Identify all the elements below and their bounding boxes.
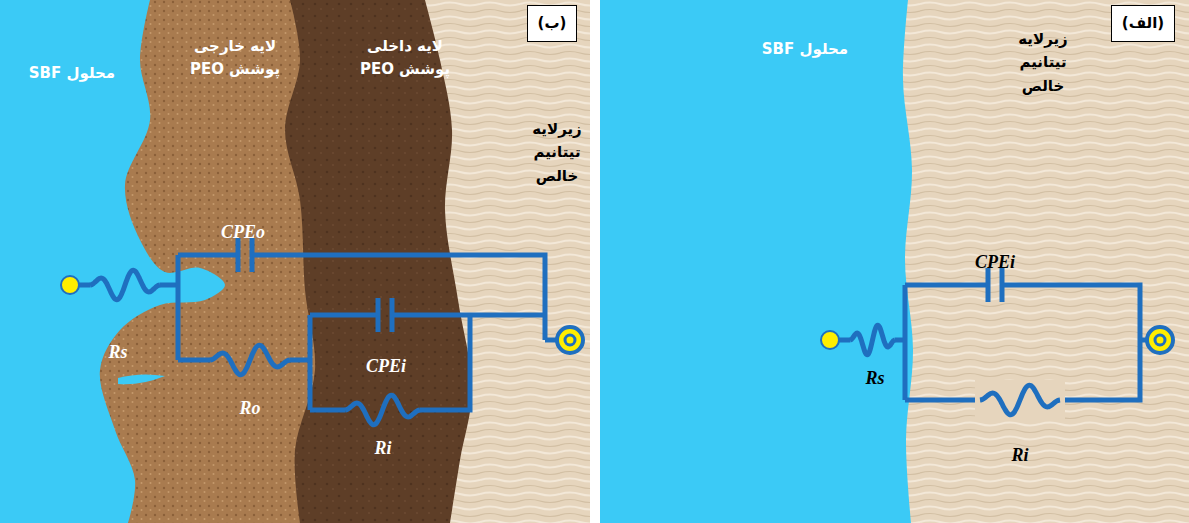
region-label: محلول SBF: [12, 62, 132, 85]
resistor-symbol: [850, 325, 895, 354]
wire: [178, 358, 210, 363]
panel-gap: [590, 0, 600, 523]
resistor-symbol: [345, 395, 420, 424]
wire: [176, 255, 181, 360]
component-label: Ro: [239, 398, 260, 419]
capacitor-symbol: [376, 298, 381, 332]
terminal-end: [557, 327, 583, 353]
component-label: Ri: [1011, 445, 1028, 466]
capacitor-symbol: [986, 268, 991, 302]
node-text: زیرلایه تیتانیم خالص: [1008, 28, 1078, 98]
sbf-solution: [600, 0, 913, 523]
region-label: لایه خارجی پوشش PEO: [185, 35, 285, 82]
terminal-end: [1147, 327, 1173, 353]
wire: [310, 313, 378, 318]
titanium-substrate: [600, 0, 1189, 523]
titanium-substrate: [0, 0, 590, 523]
node-text: محلول SBF: [12, 62, 132, 85]
terminal-end: [1155, 335, 1165, 345]
wire: [160, 283, 178, 288]
component-label: Rs: [108, 342, 127, 363]
node-text: زیرلایه تیتانیم خالص: [525, 118, 589, 188]
node-text: لایه داخلی پوشش PEO: [355, 35, 455, 82]
resistor-symbol: [90, 270, 160, 299]
outer-peo-layer: [0, 0, 315, 523]
wire: [903, 285, 908, 400]
wire: [178, 253, 238, 258]
terminal-end: [565, 335, 575, 345]
pore: [118, 374, 165, 384]
component-label: CPEo: [221, 222, 265, 243]
resistor-symbol: [980, 385, 1060, 414]
wire: [905, 283, 988, 288]
wire: [420, 315, 470, 410]
wire: [308, 315, 313, 410]
node-text: محلول SBF: [735, 38, 875, 61]
wire: [310, 408, 345, 413]
node-text: لایه خارجی پوشش PEO: [185, 35, 285, 82]
component-label: Rs: [865, 368, 884, 389]
node-text: (الف): [1122, 12, 1164, 35]
capacitor-symbol: [236, 238, 241, 272]
region-label: محلول SBF: [735, 38, 875, 61]
region-label: زیرلایه تیتانیم خالص: [525, 118, 589, 188]
node-text: (ب): [538, 12, 567, 35]
resistor-symbol: [210, 345, 290, 374]
terminal-start: [821, 331, 839, 349]
component-label: CPEi: [975, 252, 1015, 273]
wire: [290, 358, 310, 363]
sbf-solution: [0, 0, 225, 523]
panel-tag: (ب): [527, 5, 578, 42]
terminal-start: [61, 276, 79, 294]
panel-tag: (الف): [1111, 5, 1175, 42]
region-label: لایه داخلی پوشش PEO: [355, 35, 455, 82]
region-label: زیرلایه تیتانیم خالص: [1008, 28, 1078, 98]
wire: [252, 255, 545, 340]
component-label: CPEi: [366, 356, 406, 377]
inner-peo-layer: [0, 0, 472, 523]
component-label: Ri: [374, 438, 391, 459]
